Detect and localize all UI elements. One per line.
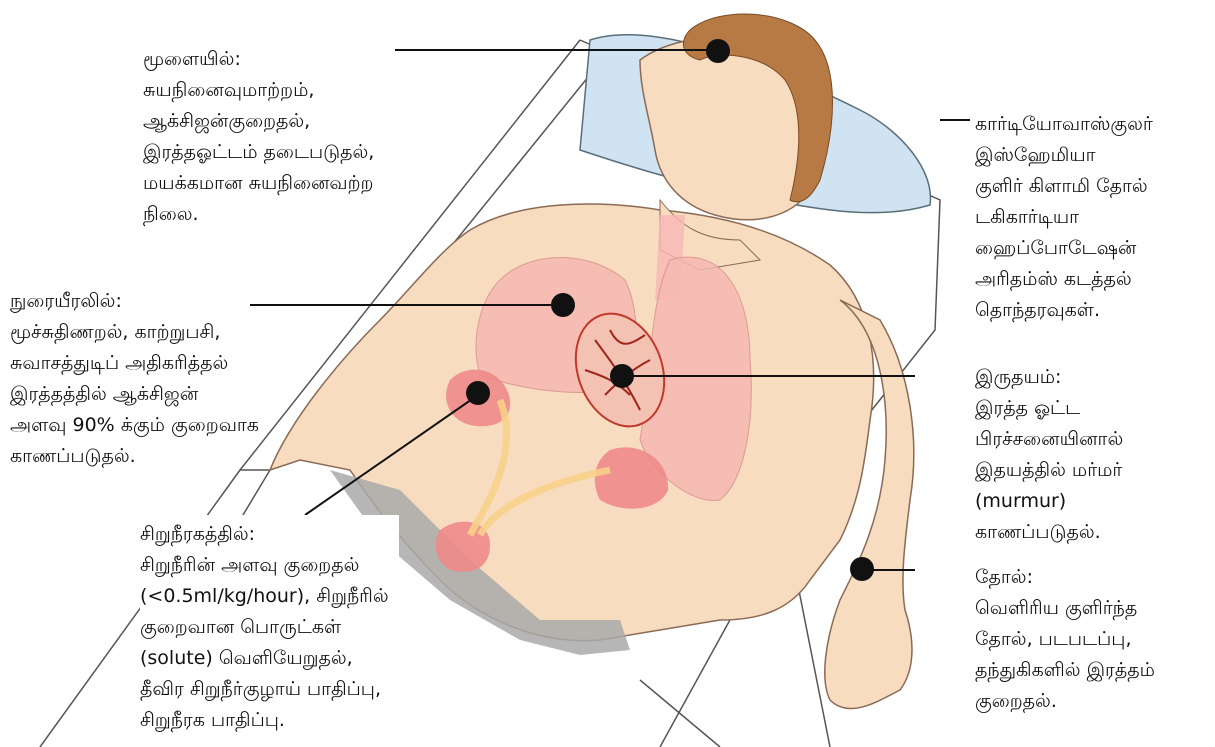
- cardiovascular-label-line: குளிர் கிளாமி தோல்: [975, 171, 1153, 202]
- cardiovascular-label-line: டகிகார்டியா: [975, 202, 1153, 233]
- lungs-label-line: நுரையீரலில்:: [10, 286, 259, 317]
- heart-label-line: பிரச்சனையினால்: [975, 424, 1123, 455]
- dot-skin: [850, 557, 874, 581]
- skin-label-line: தோல், படபடப்பு,: [975, 624, 1155, 655]
- lungs-label-line: மூச்சுதிணறல், காற்றுபசி,: [10, 317, 259, 348]
- brain-label-line: இரத்தஓட்டம் தடைபடுதல்,: [143, 137, 374, 168]
- dot-kidney: [466, 381, 490, 405]
- heart-label-line: (murmur): [975, 486, 1123, 517]
- heart-label: இருதயம்: இரத்த ஓட்ட பிரச்சனையினால் இதயத்…: [975, 362, 1123, 548]
- kidney-label-line: சிறுநீரக பாதிப்பு.: [140, 705, 389, 736]
- kidney-label-line: குறைவான பொருட்கள்: [140, 612, 389, 643]
- kidney-label-line: சிறுநீரின் அளவு குறைதல்: [140, 550, 389, 581]
- heart-label-line: இதயத்தில் மர்மர்: [975, 455, 1123, 486]
- lungs-label-line: இரத்தத்தில் ஆக்சிஜன்: [10, 379, 259, 410]
- dot-heart: [610, 364, 634, 388]
- brain-label-line: நிலை.: [143, 199, 374, 230]
- kidney-label-line: (solute) வெளியேறுதல்,: [140, 643, 389, 674]
- heart-label-line: இருதயம்:: [975, 362, 1123, 393]
- skin-label-line: குறைதல்.: [975, 686, 1155, 717]
- skin-label-line: தோல்:: [975, 562, 1155, 593]
- lungs-label-line: அளவு 90% க்கும் குறைவாக: [10, 410, 259, 441]
- skin-label-line: தந்துகிகளில் இரத்தம்: [975, 655, 1155, 686]
- kidney-label: சிறுநீரகத்தில்: சிறுநீரின் அளவு குறைதல் …: [140, 515, 399, 738]
- lungs-label-line: சுவாசத்துடிப் அதிகரித்தல்: [10, 348, 259, 379]
- dot-brain: [706, 39, 730, 63]
- cardiovascular-label-line: அரிதம்ஸ் கடத்தல்: [975, 264, 1153, 295]
- heart-label-line: காணப்படுதல்.: [975, 517, 1123, 548]
- skin-label-line: வெளிரிய குளிர்ந்த: [975, 593, 1155, 624]
- cardiovascular-label-line: இஸ்ஹேமியா: [975, 140, 1153, 171]
- cardiovascular-label: கார்டியோவாஸ்குலர் இஸ்ஹேமியா குளிர் கிளாம…: [975, 109, 1153, 326]
- kidney-label-line: (<0.5ml/kg/hour), சிறுநீரில்: [140, 581, 389, 612]
- heart-label-line: இரத்த ஓட்ட: [975, 393, 1123, 424]
- brain-label-line: சுயநினைவுமாற்றம்,: [143, 75, 374, 106]
- brain-label-line: மூளையில்:: [143, 44, 374, 75]
- brain-label: மூளையில்: சுயநினைவுமாற்றம், ஆக்சிஜன்குறை…: [143, 44, 374, 230]
- cardiovascular-label-line: தொந்தரவுகள்.: [975, 295, 1153, 326]
- kidney-label-line: தீவிர சிறுநீர்குழாய் பாதிப்பு,: [140, 674, 389, 705]
- kidney-label-line: சிறுநீரகத்தில்:: [140, 519, 389, 550]
- lungs-label-line: காணப்படுதல்.: [10, 441, 259, 472]
- brain-label-line: ஆக்சிஜன்குறைதல்,: [143, 106, 374, 137]
- cardiovascular-label-line: ஹைப்போடேஷன்: [975, 233, 1153, 264]
- skin-label: தோல்: வெளிரிய குளிர்ந்த தோல், படபடப்பு, …: [975, 562, 1155, 717]
- lungs-label: நுரையீரலில்: மூச்சுதிணறல், காற்றுபசி, சு…: [10, 286, 259, 472]
- brain-label-line: மயக்கமான சுயநினைவற்ற: [143, 168, 374, 199]
- cardiovascular-label-line: கார்டியோவாஸ்குலர்: [975, 109, 1153, 140]
- dot-lungs: [551, 293, 575, 317]
